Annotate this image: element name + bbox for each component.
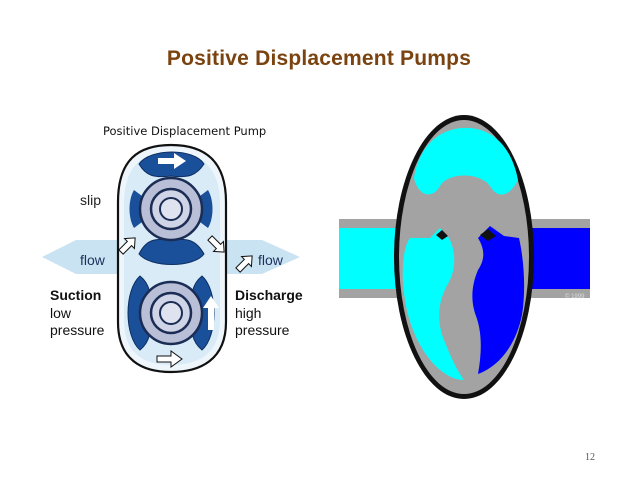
top-rotor-lobe-lower <box>138 238 205 265</box>
right-pump-diagram: © 1999 <box>339 115 590 399</box>
top-rotor-side-left <box>129 190 142 228</box>
flow-in-label: flow <box>80 252 106 268</box>
bottom-rotor-shaft <box>159 301 183 325</box>
outlet-flow-band <box>215 240 300 274</box>
lobe-edge-right <box>480 229 496 241</box>
copyright-mark: © 1999 <box>565 293 585 300</box>
page-number: 12 <box>585 452 595 463</box>
slide-title: Positive Displacement Pumps <box>166 47 472 70</box>
discharge-desc-line1: high <box>235 305 261 321</box>
flow-out-arrow-icon <box>235 255 253 273</box>
bottom-flow-arrow-icon <box>156 350 183 368</box>
suction-desc-line1: low <box>50 305 72 321</box>
slip-label: slip <box>80 192 101 208</box>
bottom-rotation-arrow-up-icon <box>203 296 219 330</box>
bottom-rotor <box>127 275 219 368</box>
flow-out-label: flow <box>258 252 284 268</box>
top-rotor-shaft <box>159 197 183 221</box>
inlet-flow-band <box>42 240 130 274</box>
lobe-edge-left <box>436 230 448 240</box>
left-pump-diagram: Positive Displacement Pump slip flow flo… <box>42 124 303 374</box>
top-rotation-arrow-icon <box>158 153 186 169</box>
top-rotor <box>129 151 213 265</box>
top-rotor-lobe-upper <box>138 151 205 178</box>
top-rotor-side-right <box>200 190 213 228</box>
top-chamber-fluid <box>414 127 518 195</box>
suction-desc-line2: pressure <box>50 322 105 338</box>
discharge-chamber-fluid <box>472 226 525 374</box>
pump-caption: Positive Displacement Pump <box>103 124 266 138</box>
slip-arrow-left-icon <box>118 237 136 255</box>
suction-chamber-fluid <box>402 228 464 380</box>
slip-arrow-right-icon <box>207 235 225 253</box>
discharge-label: Discharge <box>235 287 303 303</box>
discharge-desc-line2: pressure <box>235 322 290 338</box>
suction-label: Suction <box>50 287 101 303</box>
